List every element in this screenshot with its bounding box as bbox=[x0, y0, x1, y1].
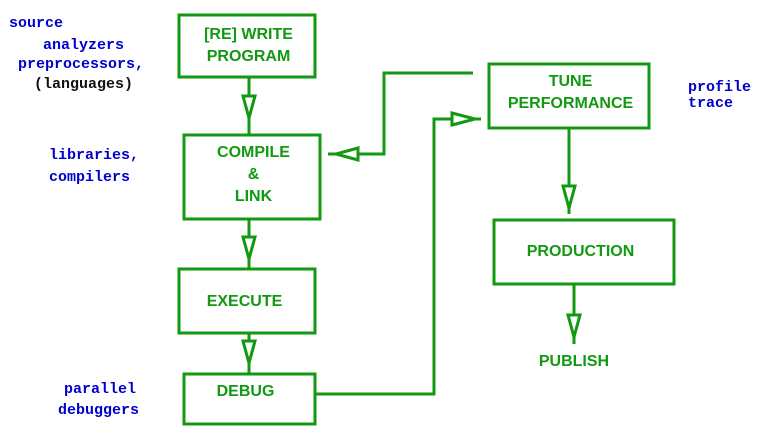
note-profile: profile bbox=[688, 79, 752, 96]
node-debug: DEBUG bbox=[176, 381, 315, 403]
node-production-line-1: PRODUCTION bbox=[526, 243, 635, 260]
node-compile-line-2: & bbox=[247, 166, 260, 183]
note-parallel: parallel bbox=[64, 381, 137, 398]
box-production bbox=[492, 218, 676, 286]
box-execute bbox=[177, 267, 317, 335]
node-tune-line-1: TUNE bbox=[548, 73, 593, 90]
node-execute: EXECUTE bbox=[175, 291, 314, 313]
note-debuggers: debuggers bbox=[58, 402, 140, 419]
node-compile-line-1: COMPILE bbox=[217, 144, 290, 161]
node-compile-line-3: LINK bbox=[234, 188, 273, 205]
node-tune-performance: TUNE PERFORMANCE bbox=[489, 71, 652, 115]
node-write-line-1: [RE] WRITE bbox=[204, 26, 293, 43]
note-preprocessors: preprocessors, bbox=[18, 56, 145, 73]
edge-debug-tune bbox=[315, 117, 452, 396]
arrowhead-production-publish bbox=[566, 313, 582, 343]
arrowhead-write-compile bbox=[241, 94, 257, 124]
node-write-line-2: PROGRAM bbox=[206, 48, 291, 65]
node-publish-line-1: PUBLISH bbox=[538, 353, 610, 370]
node-execute-line-1: EXECUTE bbox=[206, 293, 283, 310]
note-source: source bbox=[9, 15, 64, 32]
note-libraries: libraries, bbox=[49, 147, 140, 164]
arrowhead-tune-compile bbox=[330, 146, 360, 162]
note-analyzers: analyzers bbox=[43, 37, 125, 54]
note-trace: trace bbox=[688, 95, 734, 112]
arrowhead-compile-execute bbox=[241, 235, 257, 265]
node-publish: PUBLISH bbox=[514, 351, 634, 373]
box-compile-link bbox=[182, 133, 322, 221]
arrowhead-debug-tune bbox=[450, 111, 481, 127]
node-write-program: [RE] WRITE PROGRAM bbox=[179, 24, 318, 68]
note-compilers: compilers bbox=[49, 169, 131, 186]
node-debug-line-1: DEBUG bbox=[216, 383, 275, 400]
node-tune-line-2: PERFORMANCE bbox=[507, 95, 634, 112]
box-write-program bbox=[177, 13, 317, 79]
arrowhead-execute-debug bbox=[241, 339, 257, 369]
edge-tune-compile bbox=[358, 71, 473, 156]
arrowhead-tune-production bbox=[561, 184, 577, 214]
node-production: PRODUCTION bbox=[489, 241, 672, 263]
node-compile-link: COMPILE & LINK bbox=[184, 142, 323, 208]
note-languages: (languages) bbox=[34, 76, 134, 93]
